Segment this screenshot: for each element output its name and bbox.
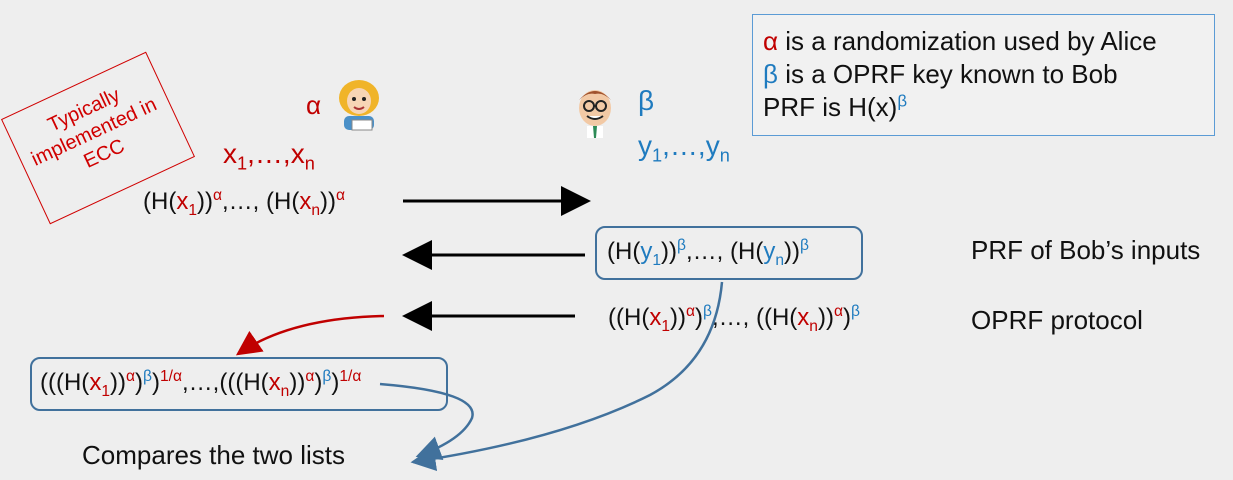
bob-sends-message: (H(y1))β,…, (H(yn))β xyxy=(607,237,809,269)
legend-beta-line: β is a OPRF key known to Bob xyxy=(763,59,1118,89)
alice-avatar-icon xyxy=(330,76,388,139)
alice-final-message: (((H(x1))α)β)1/α,…,(((H(xn))α)β)1/α xyxy=(40,368,362,400)
legend-alpha-line: α is a randomization used by Alice xyxy=(763,26,1157,56)
prf-bob-label: PRF of Bob’s inputs xyxy=(971,235,1201,265)
compare-label: Compares the two lists xyxy=(82,440,345,470)
oprf-label: OPRF protocol xyxy=(971,305,1143,335)
bob-key: β xyxy=(638,85,655,116)
legend-prf-line: PRF is H(x)β xyxy=(763,91,908,122)
bob-inputs: y1,…,yn xyxy=(638,130,730,166)
alice-inputs: x1,…,xn xyxy=(223,138,315,174)
bob-avatar-icon xyxy=(567,84,623,145)
arrow-blue-from-alice-box xyxy=(379,382,474,461)
alice-key: α xyxy=(306,90,322,120)
alice-sends-message: (H(x1))α,…, (H(xn))α xyxy=(143,187,346,219)
bob-returns-message: ((H(x1))α)β,…, ((H(xn))α)β xyxy=(608,303,860,335)
alice-final-box xyxy=(30,357,448,411)
arrow-red-curve xyxy=(235,314,385,356)
legend-box: α is a randomization used by Alice β is … xyxy=(752,14,1215,136)
arrow-blue-from-bob-box xyxy=(410,281,724,472)
bob-prf-box xyxy=(595,226,863,280)
